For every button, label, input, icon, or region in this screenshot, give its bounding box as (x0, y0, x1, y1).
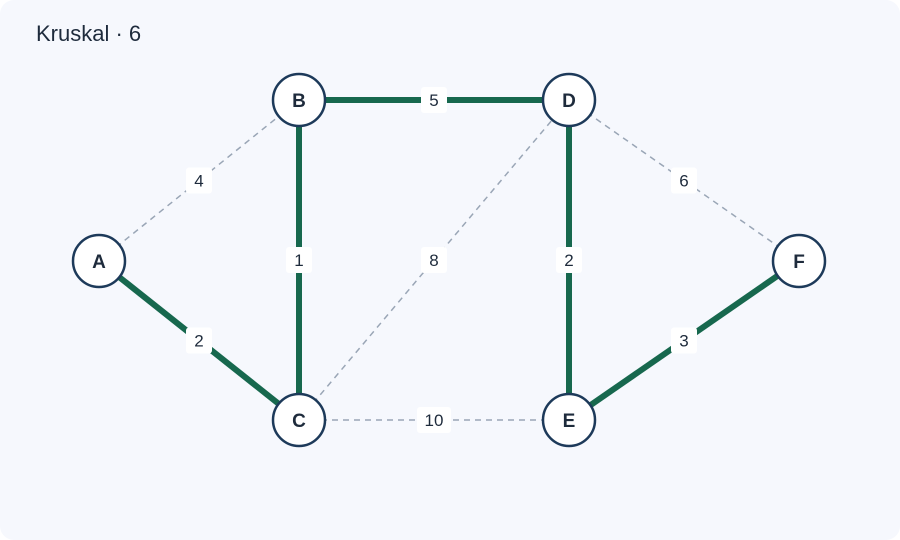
edge-weight-label: 3 (671, 327, 697, 354)
edge-D-F (568, 99, 800, 262)
edge-weight-bg (556, 247, 582, 273)
edge-weight-label: 6 (671, 167, 697, 194)
edge-weight-text: 4 (194, 172, 203, 191)
node-label: F (793, 252, 805, 273)
edge-weight-text: 8 (429, 251, 438, 270)
edge-weight-bg (417, 407, 451, 433)
edge-weight-bg (671, 327, 697, 354)
edge-weight-text: 1 (294, 251, 303, 270)
node-F: F (771, 233, 827, 289)
node-label: B (292, 91, 306, 112)
edge-weight-text: 10 (425, 411, 444, 430)
node-E: E (541, 392, 597, 448)
node-circle (71, 233, 127, 289)
node-label: D (562, 91, 576, 112)
node-A: A (71, 233, 127, 289)
edge-weight-text: 2 (194, 332, 203, 351)
node-circle (271, 392, 327, 448)
node-circle (771, 233, 827, 289)
edge-weight-text: 2 (564, 251, 573, 270)
node-C: C (271, 392, 327, 448)
node-circle (541, 392, 597, 448)
edge-weight-text: 6 (679, 172, 688, 191)
edge-weight-label: 8 (421, 247, 447, 273)
node-circle (541, 72, 597, 128)
edge-weight-label: 10 (417, 407, 451, 433)
edge-weight-bg (286, 247, 312, 273)
node-label: C (292, 411, 306, 432)
edge-weight-label: 4 (186, 167, 212, 194)
edge-weight-bg (671, 167, 697, 194)
edge-weight-bg (421, 87, 447, 113)
diagram-title: Kruskal · 6 (36, 21, 142, 46)
edge-weight-text: 3 (679, 332, 688, 351)
node-D: D (541, 72, 597, 128)
nodes-layer: A B C D E F (71, 72, 827, 448)
edge-weight-label: 2 (556, 247, 582, 273)
edge-weight-bg (186, 167, 212, 194)
node-circle (271, 72, 327, 128)
edge-weight-bg (186, 327, 212, 354)
edge-weight-text: 5 (429, 91, 438, 110)
node-label: A (92, 252, 106, 273)
node-B: B (271, 72, 327, 128)
edge-weight-label: 1 (286, 247, 312, 273)
edge-labels-layer: 4 2 1 5 8 10 2 6 3 (186, 87, 697, 433)
edge-weight-label: 5 (421, 87, 447, 113)
edge-weight-bg (421, 247, 447, 273)
edge-A-B (98, 99, 300, 262)
edges-layer (97, 97, 801, 423)
node-label: E (563, 411, 576, 432)
edge-weight-label: 2 (186, 327, 212, 354)
